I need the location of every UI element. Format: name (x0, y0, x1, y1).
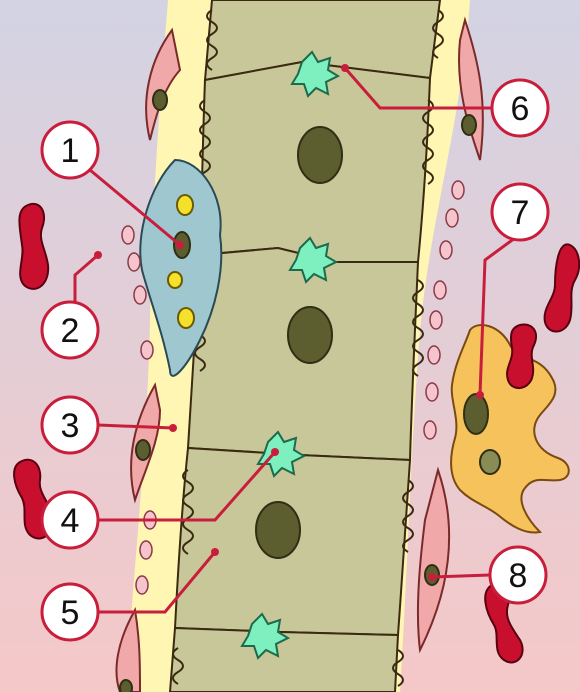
leader-6-dot (341, 64, 349, 72)
pericyte-nucleus-3 (136, 440, 150, 460)
fenestra-l6 (140, 541, 152, 559)
fenestra-r7 (426, 383, 438, 401)
pericyte-nucleus-2 (462, 115, 476, 135)
callout-5: 5 (42, 584, 98, 640)
callout-2-label: 2 (61, 312, 80, 350)
leader-7-dot (476, 391, 484, 399)
fenestra-r3 (440, 241, 452, 259)
callout-3-label: 3 (61, 407, 80, 445)
rbc-macrophage (507, 324, 536, 388)
granule-2 (168, 272, 182, 288)
nucleus-1 (298, 127, 342, 183)
callout-7-label: 7 (511, 194, 530, 232)
granule-1 (177, 195, 193, 215)
callout-5-label: 5 (61, 594, 80, 632)
fenestra-r2 (446, 209, 458, 227)
leader-5-dot (211, 548, 219, 556)
pericyte-nucleus-1 (153, 90, 167, 110)
callout-4: 4 (42, 492, 98, 548)
callout-6: 6 (492, 80, 548, 136)
callout-6-label: 6 (511, 90, 530, 128)
fenestra-l7 (136, 576, 148, 594)
fenestra-r4 (434, 281, 446, 299)
leader-2-dot (94, 251, 102, 259)
leader-4-dot (271, 448, 279, 456)
fenestra-l1 (122, 226, 134, 244)
rbc-left-top (19, 204, 48, 289)
fenestra-r8 (424, 421, 436, 439)
fenestra-l2 (128, 253, 140, 271)
leader-8 (432, 575, 490, 577)
macrophage-nucleus-1 (464, 394, 488, 434)
granule-3 (178, 308, 194, 328)
fenestra-r1 (452, 181, 464, 199)
pericyte-nucleus-5 (120, 680, 132, 692)
fenestra-r5 (430, 311, 442, 329)
nucleus-3 (256, 502, 300, 558)
fenestra-l4 (141, 341, 153, 359)
callout-4-label: 4 (61, 502, 80, 540)
callout-1-label: 1 (61, 132, 80, 170)
fenestra-r6 (428, 346, 440, 364)
callout-1: 1 (42, 122, 98, 178)
callout-3: 3 (42, 397, 98, 453)
nucleus-2 (288, 307, 332, 363)
leader-8-dot (428, 573, 436, 581)
leader-1-dot (176, 241, 184, 249)
callout-8-label: 8 (509, 557, 528, 595)
fenestra-l3 (134, 286, 146, 304)
callout-7: 7 (492, 184, 548, 240)
leader-3-dot (169, 424, 177, 432)
callout-2: 2 (42, 302, 98, 358)
callout-8: 8 (490, 547, 546, 603)
macrophage-nucleus-2 (480, 450, 500, 474)
